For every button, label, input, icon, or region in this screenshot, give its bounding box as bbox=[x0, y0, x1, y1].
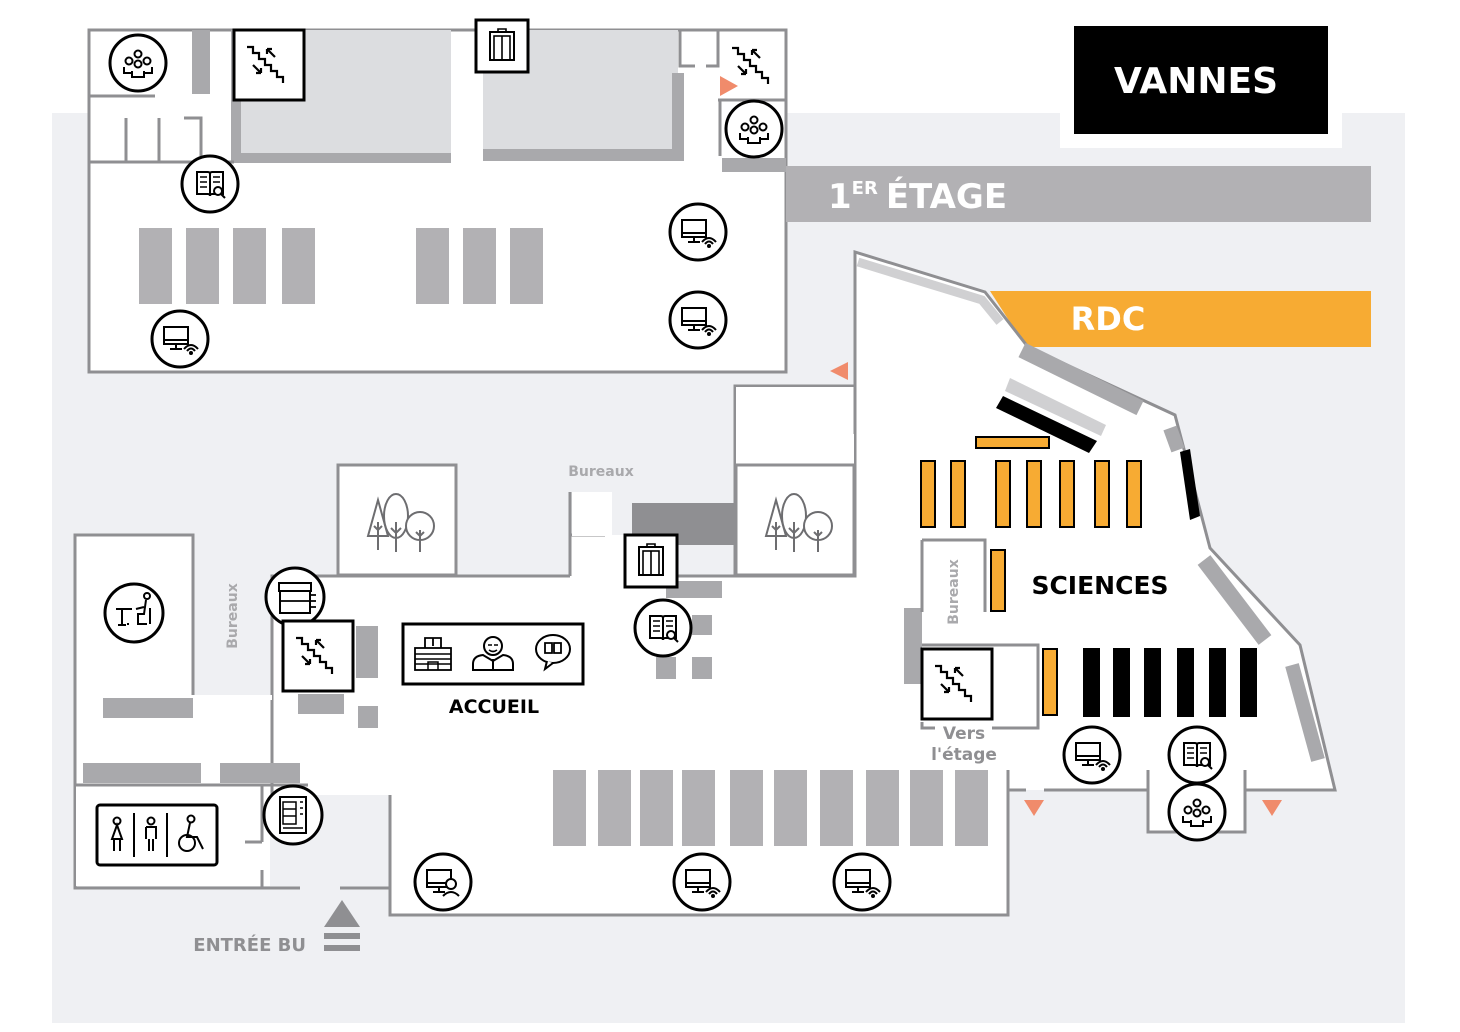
ground-floor-shelves bbox=[553, 770, 988, 846]
group-work-room-icon[interactable] bbox=[1167, 782, 1227, 842]
ground-floor-plan: ENTRÉE BU SCIENCES ACCUEIL Bureaux Burea… bbox=[73, 249, 1337, 956]
campus-title-box bbox=[1074, 26, 1328, 134]
catalog-search-icon[interactable] bbox=[633, 598, 693, 658]
black-shelves bbox=[996, 396, 1257, 717]
catalog-search-icon[interactable] bbox=[1167, 725, 1227, 785]
catalog-search-icon[interactable] bbox=[180, 154, 240, 214]
study-desk-icon[interactable] bbox=[103, 582, 165, 644]
library-building-icon bbox=[414, 637, 452, 671]
computer-wifi-icon[interactable] bbox=[150, 309, 210, 369]
copier-icon[interactable] bbox=[264, 566, 326, 628]
garden-patio bbox=[336, 463, 458, 577]
stairs-icon[interactable] bbox=[232, 28, 306, 102]
accueil-desk[interactable] bbox=[401, 622, 585, 686]
exit-arrow bbox=[1024, 800, 1044, 816]
exit-arrow bbox=[830, 362, 848, 380]
bureaux-label: Bureaux bbox=[946, 559, 962, 624]
bureaux-label: Bureaux bbox=[568, 464, 633, 480]
sciences-shelves bbox=[920, 436, 1142, 716]
campus-title: VANNES bbox=[1114, 61, 1278, 102]
computer-wifi-icon[interactable] bbox=[832, 852, 892, 912]
entrance-marker[interactable]: ENTRÉE BU bbox=[193, 900, 360, 956]
entrance-label: ENTRÉE BU bbox=[193, 934, 306, 956]
entrance-arrow-icon bbox=[324, 900, 360, 927]
computer-wifi-icon[interactable] bbox=[668, 202, 728, 262]
stairs-icon[interactable] bbox=[281, 619, 355, 693]
ground-floor-label-bar bbox=[990, 291, 1371, 347]
book-help-icon bbox=[535, 634, 571, 672]
garden-patio bbox=[734, 463, 856, 577]
group-work-room-icon[interactable] bbox=[108, 33, 168, 93]
first-floor-plan bbox=[87, 18, 788, 374]
computer-wifi-icon[interactable] bbox=[1062, 725, 1122, 785]
ground-floor-label: RDC bbox=[1071, 300, 1146, 338]
sciences-label: SCIENCES bbox=[1031, 571, 1168, 600]
exit-arrow bbox=[1262, 800, 1282, 816]
elevator-icon[interactable] bbox=[623, 533, 679, 589]
first-floor-shelves bbox=[139, 228, 543, 304]
exit-arrow bbox=[720, 76, 738, 96]
toilets-icon[interactable] bbox=[95, 803, 219, 867]
group-work-room-icon[interactable] bbox=[724, 99, 784, 159]
vending-machine-icon[interactable] bbox=[262, 784, 324, 846]
elevator-icon[interactable] bbox=[474, 18, 530, 74]
first-floor-label-bar bbox=[786, 166, 1371, 222]
stairs-icon[interactable] bbox=[920, 647, 994, 721]
computer-wifi-icon[interactable] bbox=[668, 290, 728, 350]
accueil-label: ACCUEIL bbox=[449, 696, 539, 718]
librarian-icon bbox=[472, 636, 514, 671]
computer-user-icon[interactable] bbox=[413, 852, 473, 912]
computer-wifi-icon[interactable] bbox=[672, 852, 732, 912]
bureaux-label: Bureaux bbox=[225, 583, 241, 648]
